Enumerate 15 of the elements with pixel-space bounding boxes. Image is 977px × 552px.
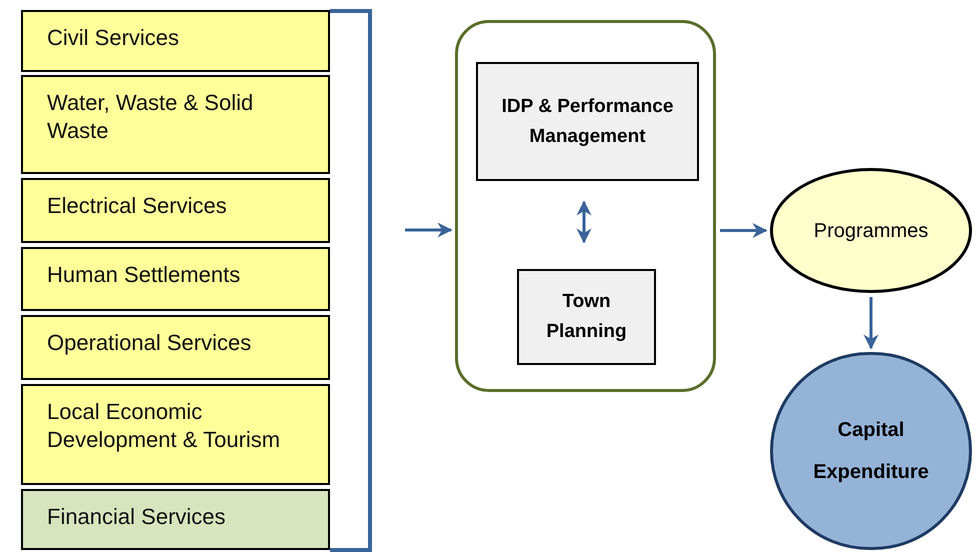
department-box: Human Settlements	[21, 247, 330, 311]
arrow	[720, 223, 768, 238]
department-box: Civil Services	[21, 10, 330, 72]
process-box: IDP & Performance Management	[476, 62, 699, 181]
department-box: Water, Waste & Solid Waste	[21, 75, 330, 174]
process-ellipse: Programmes	[770, 168, 972, 293]
department-box: Electrical Services	[21, 178, 330, 243]
arrow	[405, 222, 452, 238]
process-box: Town Planning	[517, 269, 656, 365]
arrow	[576, 200, 592, 244]
group-container	[455, 20, 716, 392]
department-box: Local Economic Development & Tourism	[21, 384, 330, 485]
department-box: Operational Services	[21, 315, 330, 380]
arrow	[864, 297, 878, 350]
department-box: Financial Services	[21, 489, 330, 550]
